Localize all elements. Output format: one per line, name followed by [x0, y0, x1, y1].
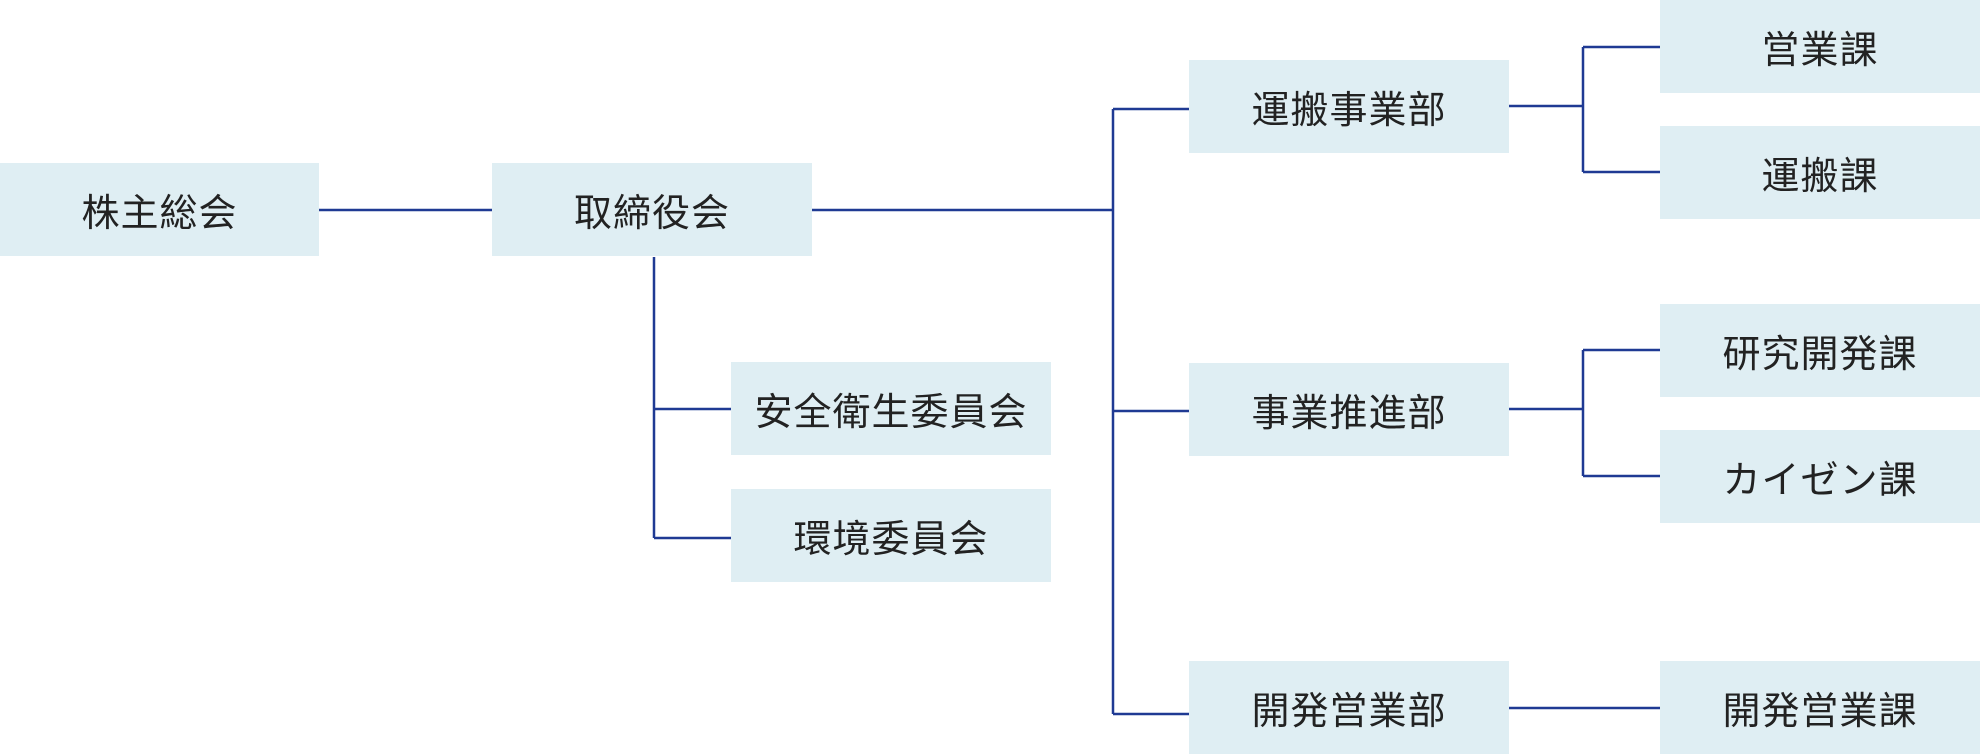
node-label: 開発営業課: [1722, 689, 1918, 733]
node-dev-sales-division: 開発営業部: [1189, 661, 1509, 754]
node-label: 営業課: [1761, 28, 1879, 72]
node-transport-division: 運搬事業部: [1189, 60, 1509, 153]
node-environment-committee: 環境委員会: [731, 489, 1051, 582]
node-label: 安全衛生委員会: [754, 390, 1028, 434]
node-sales-section: 営業課: [1660, 0, 1980, 93]
node-label: 研究開発課: [1722, 332, 1918, 376]
node-label: 取締役会: [573, 191, 730, 235]
node-label: 株主総会: [81, 191, 238, 235]
node-dev-sales-section: 開発営業課: [1660, 661, 1980, 754]
node-safety-committee: 安全衛生委員会: [731, 362, 1051, 455]
node-shareholders: 株主総会: [0, 163, 319, 256]
node-board: 取締役会: [492, 163, 812, 256]
node-label: 開発営業部: [1251, 689, 1447, 733]
node-label: カイゼン課: [1722, 458, 1918, 502]
node-kaizen-section: カイゼン課: [1660, 430, 1980, 523]
node-label: 運搬課: [1761, 154, 1879, 198]
node-label: 環境委員会: [793, 517, 989, 561]
node-transport-section: 運搬課: [1660, 126, 1980, 219]
node-rnd-section: 研究開発課: [1660, 304, 1980, 397]
node-label: 事業推進部: [1251, 391, 1447, 435]
node-label: 運搬事業部: [1251, 88, 1447, 132]
node-promotion-division: 事業推進部: [1189, 363, 1509, 456]
